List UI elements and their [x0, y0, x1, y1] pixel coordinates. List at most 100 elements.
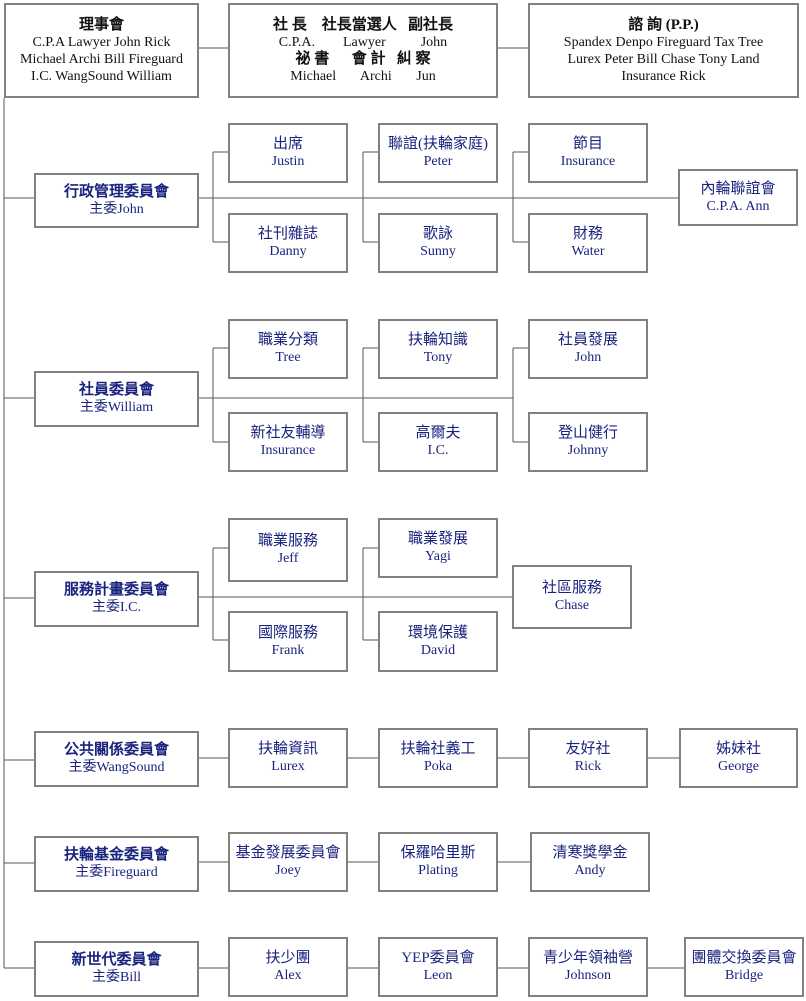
sub-committee-box: 職業分類 Tree	[228, 319, 348, 379]
advisors-box: 諮 詢 (P.P.) Spandex Denpo Fireguard Tax T…	[528, 3, 799, 98]
sub-committee-box: 內輪聯誼會 C.P.A. Ann	[678, 169, 798, 226]
sub-committee-box: 職業發展 Yagi	[378, 518, 498, 578]
committee-chair: 主委Fireguard	[75, 865, 158, 880]
sub-committee-name: 姊妹社	[715, 741, 761, 757]
sub-committee-box: 基金發展委員會 Joey	[228, 832, 348, 892]
sub-committee-name: 出席	[272, 136, 303, 152]
committee-chair: 主委WangSound	[68, 760, 165, 775]
committee-chair: 主委John	[89, 201, 144, 217]
sub-committee-person: Tree	[275, 350, 301, 365]
sub-committee-person: Andy	[574, 863, 606, 878]
sub-committee-name: 聯誼(扶輪家庭)	[388, 136, 488, 152]
sub-committee-person: Frank	[271, 642, 305, 658]
sub-committee-box: 新社友輔導 Insurance	[228, 412, 348, 472]
sub-committee-person: I.C.	[427, 443, 449, 458]
sub-committee-box: 職業服務 Jeff	[228, 518, 348, 582]
committee-box: 扶輪基金委員會 主委Fireguard	[34, 836, 199, 892]
committee-name: 社員委員會	[78, 382, 154, 398]
sub-committee-box: YEP委員會 Leon	[378, 937, 498, 997]
sub-committee-box: 登山健行 Johnny	[528, 412, 648, 472]
board-members-line: C.P.A Lawyer John Rick	[32, 34, 171, 50]
committee-chair: 主委William	[79, 400, 154, 415]
sub-committee-name: 扶少團	[265, 950, 311, 966]
sub-committee-person: Water	[571, 244, 605, 259]
committee-box: 公共關係委員會 主委WangSound	[34, 731, 199, 787]
sub-committee-name: 保羅哈里斯	[400, 845, 476, 861]
sub-committee-person: George	[718, 759, 759, 774]
sub-committee-name: 歌詠	[422, 226, 453, 242]
advisors-line: Spandex Denpo Fireguard Tax Tree	[563, 34, 764, 50]
sub-committee-person: Rick	[574, 759, 602, 774]
sub-committee-name: 社刊雜誌	[257, 226, 318, 242]
sub-committee-name: 友好社	[565, 741, 611, 757]
sub-committee-name: 內輪聯誼會	[700, 180, 776, 197]
sub-committee-person: Leon	[423, 968, 453, 983]
sub-committee-box: 友好社 Rick	[528, 728, 648, 788]
board-box: 理事會 C.P.A Lawyer John Rick Michael Archi…	[4, 3, 199, 98]
board-members-line: I.C. WangSound William	[31, 68, 172, 84]
sub-committee-person: Tony	[423, 350, 453, 365]
sub-committee-person: Alex	[274, 968, 302, 983]
sub-committee-name: 節目	[572, 136, 603, 152]
sub-committee-person: Sunny	[420, 244, 456, 259]
sub-committee-person: Justin	[271, 154, 305, 169]
sub-committee-name: 社區服務	[541, 580, 602, 596]
sub-committee-name: 扶輪社義工	[400, 741, 476, 757]
sub-committee-person: Johnson	[565, 968, 611, 983]
sub-committee-box: 姊妹社 George	[679, 728, 798, 788]
sub-committee-box: 社員發展 John	[528, 319, 648, 379]
sub-committee-name: 職業服務	[257, 533, 318, 549]
sub-committee-box: 聯誼(扶輪家庭) Peter	[378, 123, 498, 183]
sub-committee-box: 青少年領袖營 Johnson	[528, 937, 648, 997]
sub-committee-person: Lurex	[271, 759, 305, 774]
sub-committee-box: 高爾夫 I.C.	[378, 412, 498, 472]
sub-committee-person: Yagi	[425, 549, 451, 564]
sub-committee-name: 登山健行	[557, 425, 618, 441]
sub-committee-name: 高爾夫	[415, 425, 461, 441]
officers-names: C.P.A. Lawyer John	[278, 34, 448, 50]
sub-committee-box: 節目 Insurance	[528, 123, 648, 183]
committee-name: 行政管理委員會	[63, 183, 169, 200]
sub-committee-box: 歌詠 Sunny	[378, 213, 498, 273]
sub-committee-name: 扶輪資訊	[257, 741, 318, 757]
sub-committee-person: Plating	[418, 863, 458, 878]
sub-committee-person: Danny	[269, 244, 307, 259]
sub-committee-name: 職業發展	[407, 531, 468, 547]
sub-committee-box: 財務 Water	[528, 213, 648, 273]
sub-committee-name: 基金發展委員會	[235, 845, 341, 861]
committee-name: 公共關係委員會	[63, 742, 169, 758]
sub-committee-name: 環境保護	[407, 624, 468, 641]
sub-committee-box: 保羅哈里斯 Plating	[378, 832, 498, 892]
officers-names: Michael Archi Jun	[290, 68, 436, 84]
officers-box: 社 長 社長當選人 副社長 C.P.A. Lawyer John 祕 書 會 計…	[228, 3, 498, 98]
committee-name: 服務計畫委員會	[63, 582, 169, 598]
sub-committee-person: Insurance	[560, 154, 616, 169]
committee-name: 扶輪基金委員會	[63, 847, 169, 863]
sub-committee-box: 社刊雜誌 Danny	[228, 213, 348, 273]
sub-committee-name: 社員發展	[557, 332, 618, 348]
sub-committee-person: Chase	[554, 598, 590, 613]
sub-committee-person: C.P.A. Ann	[706, 198, 770, 214]
sub-committee-box: 扶輪知識 Tony	[378, 319, 498, 379]
advisors-title: 諮 詢 (P.P.)	[628, 16, 699, 33]
committee-chair: 主委Bill	[91, 970, 141, 985]
sub-committee-name: YEP委員會	[401, 950, 475, 966]
sub-committee-name: 國際服務	[257, 624, 318, 641]
committee-box: 新世代委員會 主委Bill	[34, 941, 199, 997]
sub-committee-box: 環境保護 David	[378, 611, 498, 672]
sub-committee-person: Peter	[423, 154, 453, 169]
committee-chair: 主委I.C.	[92, 600, 141, 615]
sub-committee-person: David	[420, 642, 456, 658]
officers-roles: 祕 書 會 計 糾 察	[295, 50, 431, 67]
sub-committee-person: Jeff	[277, 551, 299, 566]
sub-committee-name: 青少年領袖營	[542, 950, 633, 966]
sub-committee-box: 團體交換委員會 Bridge	[684, 937, 804, 997]
sub-committee-box: 出席 Justin	[228, 123, 348, 183]
sub-committee-name: 團體交換委員會	[691, 950, 797, 966]
committee-box: 服務計畫委員會 主委I.C.	[34, 571, 199, 627]
sub-committee-name: 財務	[572, 226, 603, 242]
sub-committee-person: Joey	[275, 863, 301, 878]
sub-committee-box: 扶輪資訊 Lurex	[228, 728, 348, 788]
sub-committee-person: Poka	[424, 759, 452, 774]
